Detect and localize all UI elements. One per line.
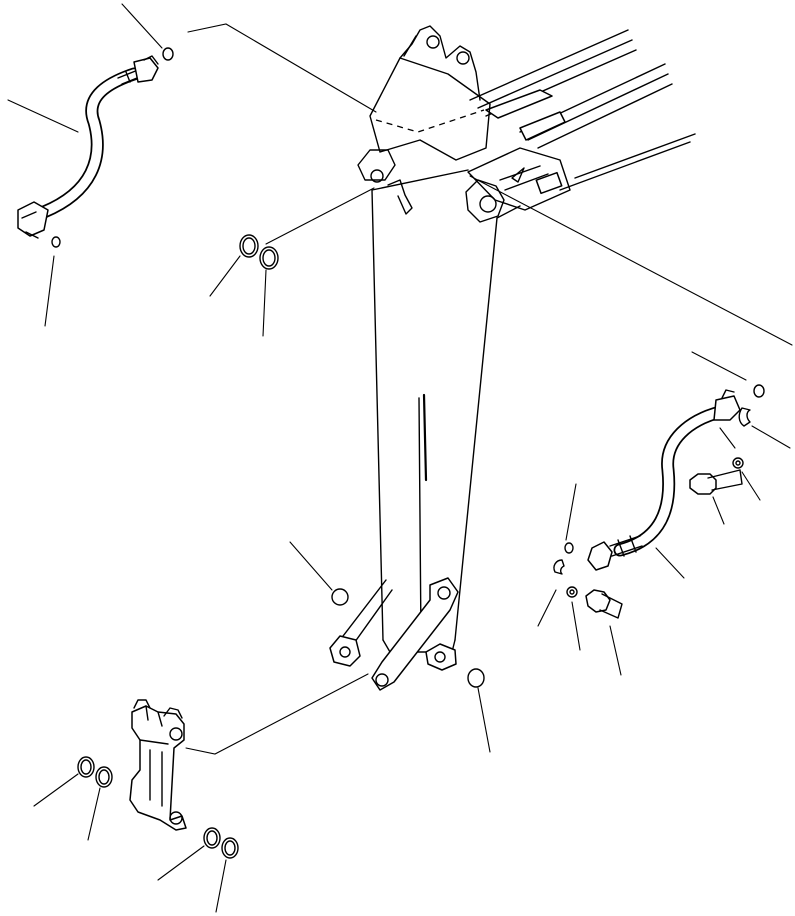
o-rings: [44, 3, 765, 753]
clamps: [537, 407, 791, 627]
right-hose: [587, 389, 741, 579]
arm-body: [357, 25, 521, 653]
assembly-leaders: [185, 23, 793, 755]
shims: [33, 234, 279, 913]
washers: [566, 457, 761, 651]
lower-link: [129, 699, 187, 831]
arm-linkage: [329, 577, 459, 691]
right-bolt: [689, 469, 743, 525]
right-lower-bolt: [585, 589, 623, 676]
upper-left-hose: [7, 55, 159, 239]
boom-cylinder-assembly: [467, 29, 696, 211]
